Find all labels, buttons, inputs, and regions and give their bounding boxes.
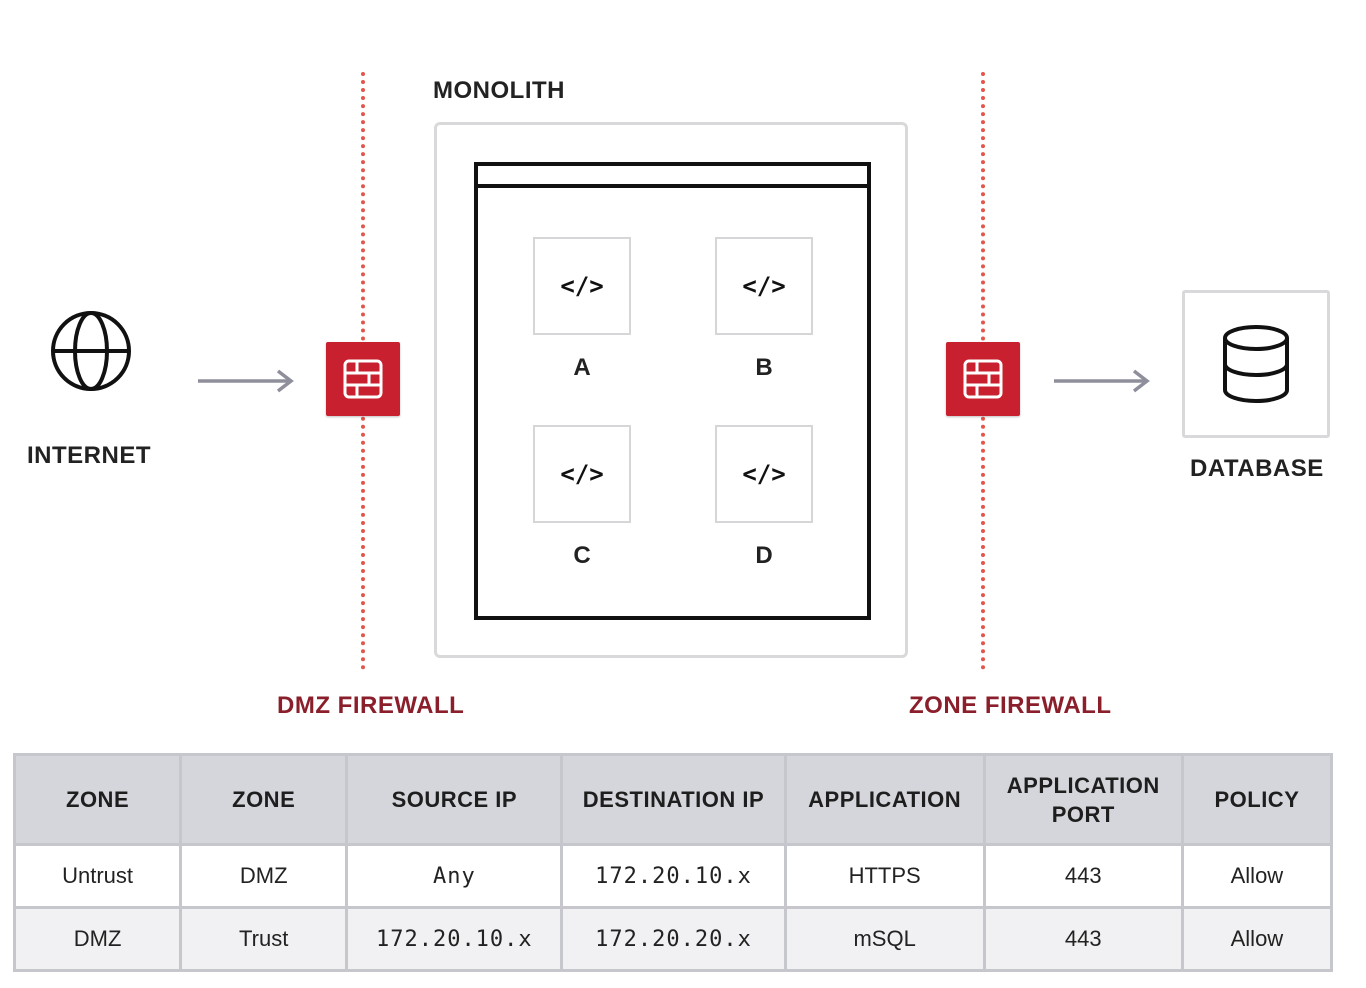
table-cell: HTTPS [783,843,986,909]
dmz-firewall-label: DMZ FIREWALL [277,692,465,719]
zone-firewall-label: ZONE FIREWALL [909,692,1112,719]
table-cell: Allow [1180,906,1334,972]
firewall-rules-table: ZONE ZONE SOURCE IP DESTINATION IP APPLI… [12,753,1334,972]
table-header-row: ZONE ZONE SOURCE IP DESTINATION IP APPLI… [12,753,1334,846]
column-header: ZONE [12,753,183,846]
column-header: APPLICATION PORT [982,753,1184,846]
service-b-code-icon: </> [715,237,813,335]
arrow-icon [1052,368,1152,399]
table-cell: Trust [179,906,349,972]
database-box [1182,290,1330,438]
database-icon [1223,325,1289,403]
firewall-icon [326,342,400,416]
table-cell: 443 [982,906,1184,972]
internet-label: INTERNET [27,442,151,469]
globe-icon [49,309,133,393]
service-d-label: D [755,542,773,569]
service-d-code-icon: </> [715,425,813,523]
service-c-label: C [573,542,591,569]
service-b-label: B [755,354,773,381]
table-cell: 443 [982,843,1184,909]
column-header: POLICY [1180,753,1334,846]
table-cell: DMZ [179,843,349,909]
window-title-bar [478,184,867,188]
service-a-code-icon: </> [533,237,631,335]
column-header: SOURCE IP [345,753,564,846]
table-row: Untrust DMZ Any 172.20.10.x HTTPS 443 Al… [12,843,1334,909]
monolith-container [434,122,908,658]
database-label: DATABASE [1190,455,1324,482]
service-c-code-icon: </> [533,425,631,523]
firewall-icon [946,342,1020,416]
table-row: DMZ Trust 172.20.10.x 172.20.20.x mSQL 4… [12,906,1334,972]
table-cell: 172.20.10.x [560,843,787,909]
column-header: DESTINATION IP [560,753,787,846]
column-header: ZONE [179,753,349,846]
table-cell: mSQL [783,906,986,972]
table-cell: Untrust [12,843,183,909]
monolith-app-window [474,162,871,620]
table-cell: DMZ [12,906,183,972]
arrow-icon [196,368,296,399]
table-cell: 172.20.20.x [560,906,787,972]
column-header: APPLICATION [783,753,986,846]
service-a-label: A [573,354,591,381]
table-cell: Any [345,843,564,909]
table-cell: 172.20.10.x [345,906,564,972]
monolith-label: MONOLITH [433,77,565,104]
table-cell: Allow [1180,843,1334,909]
